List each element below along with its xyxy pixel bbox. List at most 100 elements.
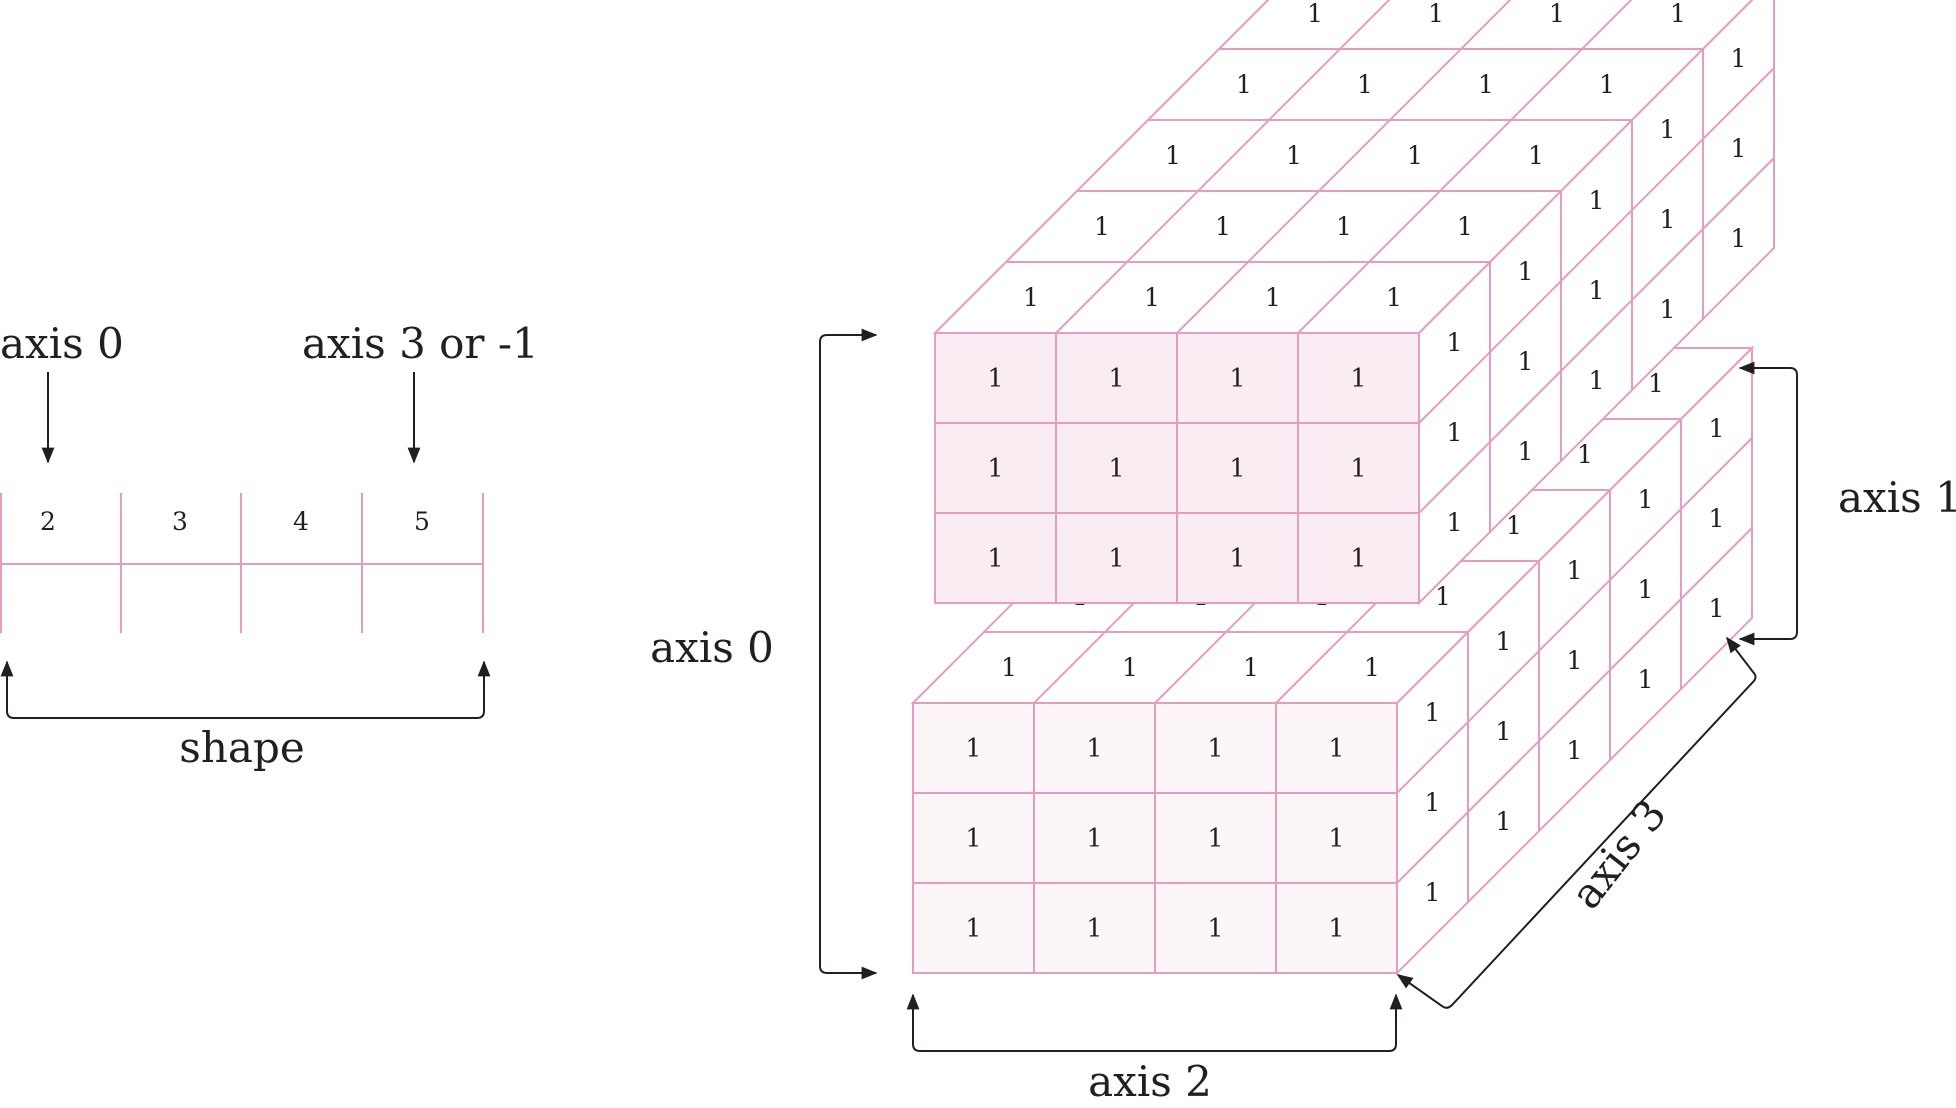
cell-value: 1 [988, 544, 1004, 573]
cell-value: 1 [988, 364, 1004, 393]
tensor-blocks: 1 1 1 1 1 1 1 1 1 1 1 1 1 1 1 1 1 1 1 1 1 1 1 1 1 1 1 1 1 1 1 1 1 1 1 1 1 1 1 1… [910, 0, 1775, 976]
axis0-label: axis 0 [650, 623, 774, 672]
cell-value: 1 [1660, 115, 1676, 144]
cell-value: 1 [1351, 454, 1367, 483]
cell-value: 1 [1660, 205, 1676, 234]
axis2-bracket [906, 993, 1403, 1052]
cell-value: 1 [1447, 328, 1463, 357]
axis0-bracket [819, 328, 878, 980]
cell-value: 1 [1457, 212, 1473, 241]
cell-value: 1 [1599, 70, 1615, 99]
shape-panel: axis 0 axis 3 or -1 2 3 4 5 shape [0, 319, 539, 772]
cell-value: 1 [1496, 717, 1512, 746]
cell-value: 1 [1230, 364, 1246, 393]
cell-value: 1 [1496, 627, 1512, 656]
top-grid-line [1297, 0, 1633, 334]
axis1-bracket [1738, 361, 1798, 646]
cell-value: 1 [966, 824, 982, 853]
cell-value: 1 [1731, 134, 1747, 163]
cell-value: 1 [1567, 556, 1583, 585]
cell-value: 1 [966, 734, 982, 763]
top-grid-line [1055, 0, 1391, 334]
tensor-block-0: 1 1 1 1 1 1 1 1 1 1 1 1 1 1 1 1 1 1 1 1 1 1 1 1 1 1 1 1 1 1 1 1 1 1 1 1 1 1 1 1… [932, 0, 1775, 606]
cell-value: 1 [1087, 734, 1103, 763]
cell-value: 1 [1094, 212, 1110, 241]
cell-value: 1 [1589, 186, 1605, 215]
cell-value: 1 [1425, 698, 1441, 727]
cell-value: 1 [1425, 788, 1441, 817]
shape-bracket [0, 660, 491, 719]
cell-value: 1 [1243, 653, 1259, 682]
cell-value: 1 [1351, 364, 1367, 393]
cell-value: 1 [1518, 437, 1534, 466]
cell-value: 1 [1144, 283, 1160, 312]
cell-value: 1 [1731, 224, 1747, 253]
cell-value: 1 [1425, 878, 1441, 907]
side-grid-line [1418, 157, 1775, 514]
cell-value: 1 [1165, 141, 1181, 170]
cell-value: 1 [1496, 807, 1512, 836]
axis2-label: axis 2 [1088, 1057, 1212, 1106]
top-grid-line [1176, 0, 1512, 334]
cell-value: 1 [1122, 653, 1138, 682]
cell-value: 1 [1208, 914, 1224, 943]
cell-value: 1 [1731, 44, 1747, 73]
cell-value: 1 [1648, 369, 1664, 398]
cell-value: 1 [1329, 914, 1345, 943]
cell-value: 1 [1549, 0, 1565, 28]
cell-value: 1 [1589, 276, 1605, 305]
cell-value: 1 [1109, 364, 1125, 393]
cell-value: 1 [1336, 212, 1352, 241]
cell-value: 1 [1567, 736, 1583, 765]
cell-value: 1 [1518, 257, 1534, 286]
cell-value: 1 [1109, 544, 1125, 573]
cell-value: 1 [988, 454, 1004, 483]
cell-value: 1 [1567, 646, 1583, 675]
shape-title: shape [179, 723, 304, 772]
cell-value: 1 [1364, 653, 1380, 682]
cell-value: 1 [1638, 485, 1654, 514]
cell-value: 1 [1709, 504, 1725, 533]
cell-value: 1 [1087, 914, 1103, 943]
cell-value: 1 [1589, 366, 1605, 395]
shape-dim-3: 5 [414, 507, 430, 536]
cell-value: 1 [1087, 824, 1103, 853]
cell-value: 1 [1447, 508, 1463, 537]
shape-axis-last-label: axis 3 or -1 [302, 319, 539, 368]
cell-value: 1 [1428, 0, 1444, 28]
shape-grid [0, 493, 484, 633]
cell-value: 1 [1478, 70, 1494, 99]
shape-axis0-label: axis 0 [0, 319, 124, 368]
axis3-bracket [1396, 636, 1757, 1009]
cell-value: 1 [1528, 141, 1544, 170]
cell-value: 1 [1660, 295, 1676, 324]
cell-value: 1 [1709, 594, 1725, 623]
cell-value: 1 [1351, 544, 1367, 573]
cell-value: 1 [1709, 414, 1725, 443]
cell-value: 1 [1286, 141, 1302, 170]
cell-value: 1 [1506, 511, 1522, 540]
cell-value: 1 [1023, 283, 1039, 312]
cell-value: 1 [1215, 212, 1231, 241]
cell-value: 1 [1208, 824, 1224, 853]
cell-value: 1 [1307, 0, 1323, 28]
cell-value: 1 [1329, 734, 1345, 763]
cell-value: 1 [1518, 347, 1534, 376]
cell-value: 1 [1447, 418, 1463, 447]
cell-value: 1 [1357, 70, 1373, 99]
cell-value: 1 [1265, 283, 1281, 312]
cell-value: 1 [1236, 70, 1252, 99]
axis3-label: axis 3 [1561, 790, 1676, 918]
cell-value: 1 [1230, 454, 1246, 483]
cell-value: 1 [1638, 575, 1654, 604]
cell-value: 1 [1407, 141, 1423, 170]
cell-value: 1 [1386, 283, 1402, 312]
shape-dim-2: 4 [293, 507, 309, 536]
cell-value: 1 [1577, 440, 1593, 469]
cell-value: 1 [1329, 824, 1345, 853]
shape-dim-1: 3 [172, 507, 188, 536]
shape-dim-0: 2 [40, 507, 56, 536]
cell-value: 1 [1001, 653, 1017, 682]
side-grid-line [1418, 67, 1775, 424]
